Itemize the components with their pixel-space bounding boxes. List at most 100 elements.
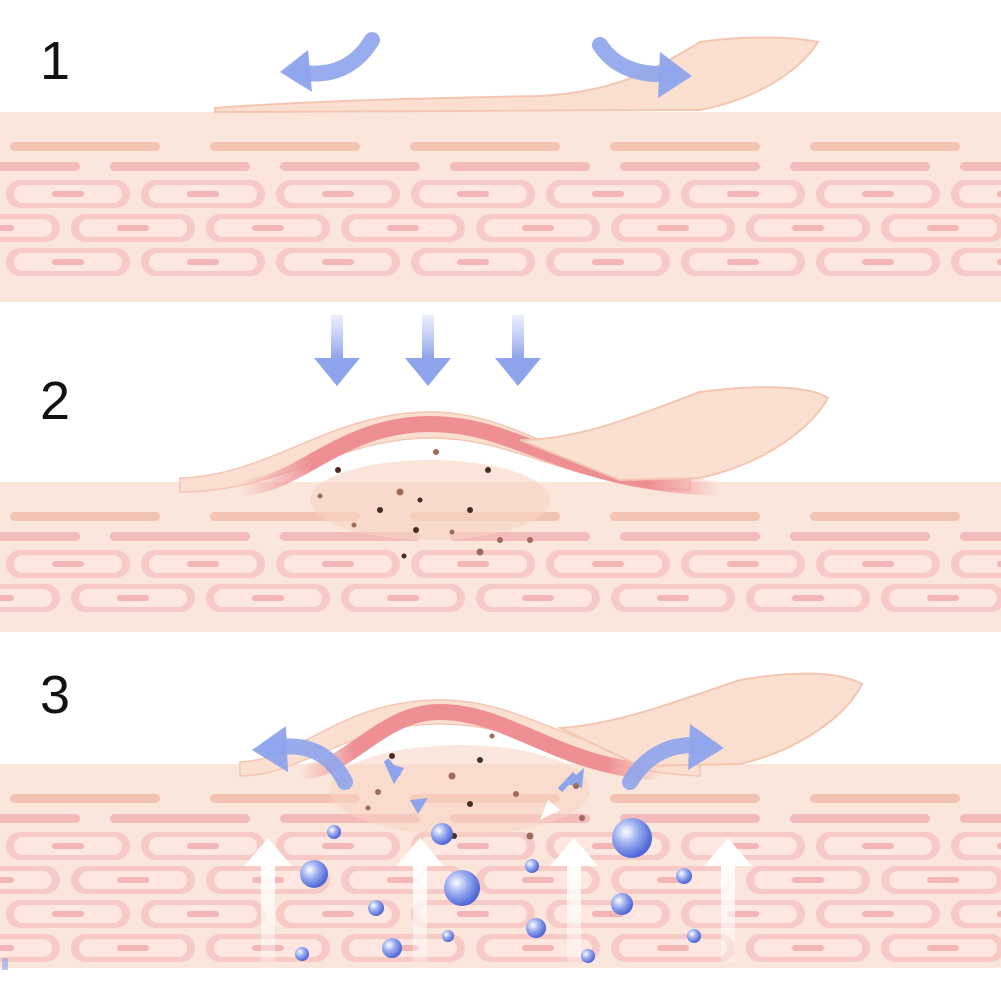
nutrient-bubble [431, 823, 453, 845]
nutrient-bubble [525, 859, 539, 873]
nutrient-bubble [442, 930, 454, 942]
nutrient-bubble [444, 870, 480, 906]
skin-stripe [410, 142, 560, 151]
debris-particle [389, 753, 395, 759]
skin-cell-nucleus [727, 561, 759, 567]
skin-cell-inner [959, 555, 1001, 573]
skin-cell-inner [959, 253, 1001, 271]
skin-stripe-red [110, 162, 250, 171]
skin-stripe-red [960, 162, 1001, 171]
skin-cell-nucleus [522, 945, 554, 951]
skin-stripe [210, 142, 360, 151]
debris-particle [418, 498, 423, 503]
nutrient-bubble [382, 938, 402, 958]
up-arrow-1-shaft [261, 862, 275, 962]
skin-stripe-red [790, 814, 930, 823]
step-number-2: 2 [40, 374, 70, 428]
pore-area [330, 745, 590, 835]
skin-panel-1 [0, 112, 1001, 302]
nutrient-bubble [676, 868, 692, 884]
skin-cell-nucleus [727, 259, 759, 265]
press-arrow-2-shaft [422, 315, 434, 364]
skin-cell-nucleus [862, 259, 894, 265]
skin-stripe [810, 512, 960, 521]
press-arrow-3 [495, 315, 541, 386]
skin-cell-nucleus [927, 877, 959, 883]
skin-stripe-red [280, 162, 420, 171]
skin-cell-nucleus [187, 911, 219, 917]
skin-stripe-red [960, 814, 1001, 823]
skin-cell-nucleus [457, 259, 489, 265]
skin-cell-nucleus [387, 225, 419, 231]
press-arrow-2-head [405, 358, 451, 386]
skin-stripe-red [0, 532, 80, 541]
skin-cell-nucleus [252, 225, 284, 231]
skin-stripe-red [790, 162, 930, 171]
skin-cell-nucleus [862, 911, 894, 917]
skin-cell-nucleus [862, 843, 894, 849]
skin-cell-nucleus [457, 191, 489, 197]
press-arrow-3-shaft [512, 315, 524, 364]
skin-cell-nucleus [52, 911, 84, 917]
skin-cell-nucleus [117, 595, 149, 601]
debris-particle [497, 537, 503, 543]
nutrient-bubble [368, 900, 384, 916]
skin-cell-nucleus [322, 259, 354, 265]
skin-cell-nucleus [457, 843, 489, 849]
skin-cell-nucleus [187, 561, 219, 567]
nutrient-bubble [295, 947, 309, 961]
skin-cell-nucleus [862, 561, 894, 567]
skin-cell-nucleus [862, 191, 894, 197]
nutrient-bubble [327, 825, 341, 839]
skin-cell-nucleus [927, 225, 959, 231]
skin-cell-nucleus [387, 595, 419, 601]
skin-cell-nucleus [657, 225, 689, 231]
skin-cell-nucleus [322, 843, 354, 849]
press-arrow-3-head [495, 358, 541, 386]
skin-cell-nucleus [792, 225, 824, 231]
debris-particle [377, 507, 383, 513]
nutrient-bubble [581, 949, 595, 963]
skin-cell-nucleus [187, 843, 219, 849]
debris-particle [413, 527, 419, 533]
skin-cell-nucleus [792, 595, 824, 601]
skin-cell-nucleus [322, 191, 354, 197]
skin-cell-nucleus [727, 191, 759, 197]
press-arrow-2 [405, 315, 451, 386]
nutrient-bubble [612, 818, 652, 858]
skin-stripe-red [110, 814, 250, 823]
nutrient-bubble [300, 860, 328, 888]
skin-cell-nucleus [592, 191, 624, 197]
skin-cell-nucleus [522, 877, 554, 883]
skin-stripe [810, 142, 960, 151]
skin-cell-nucleus [117, 945, 149, 951]
up-arrow-2-shaft [413, 862, 427, 962]
press-arrow-1-head [314, 358, 360, 386]
debris-particle [485, 467, 491, 473]
skin-cell-nucleus [52, 259, 84, 265]
peel-arrow-left [280, 40, 372, 92]
up-arrow-4-shaft [721, 862, 735, 962]
debris-particle [335, 467, 341, 473]
nutrient-bubble [687, 929, 701, 943]
skin-cell-nucleus [117, 225, 149, 231]
debris-particle [318, 494, 323, 499]
skin-cell-nucleus [657, 945, 689, 951]
skin-stripe-red [960, 532, 1001, 541]
debris-particle [375, 789, 381, 795]
skin-cell-nucleus [52, 561, 84, 567]
skin-stripe [10, 512, 160, 521]
debris-particle [450, 530, 455, 535]
skin-stripe [610, 794, 760, 803]
skin-cell-nucleus [522, 595, 554, 601]
skin-stripe-red [450, 162, 590, 171]
skin-stripe-red [0, 162, 80, 171]
skin-cell-nucleus [457, 911, 489, 917]
skin-cell-nucleus [252, 595, 284, 601]
skin-stripe [10, 794, 160, 803]
skin-cell-inner [959, 905, 1001, 923]
skin-cell-nucleus [117, 877, 149, 883]
edge-mark [2, 958, 8, 970]
up-arrow-3-shaft [567, 862, 581, 962]
